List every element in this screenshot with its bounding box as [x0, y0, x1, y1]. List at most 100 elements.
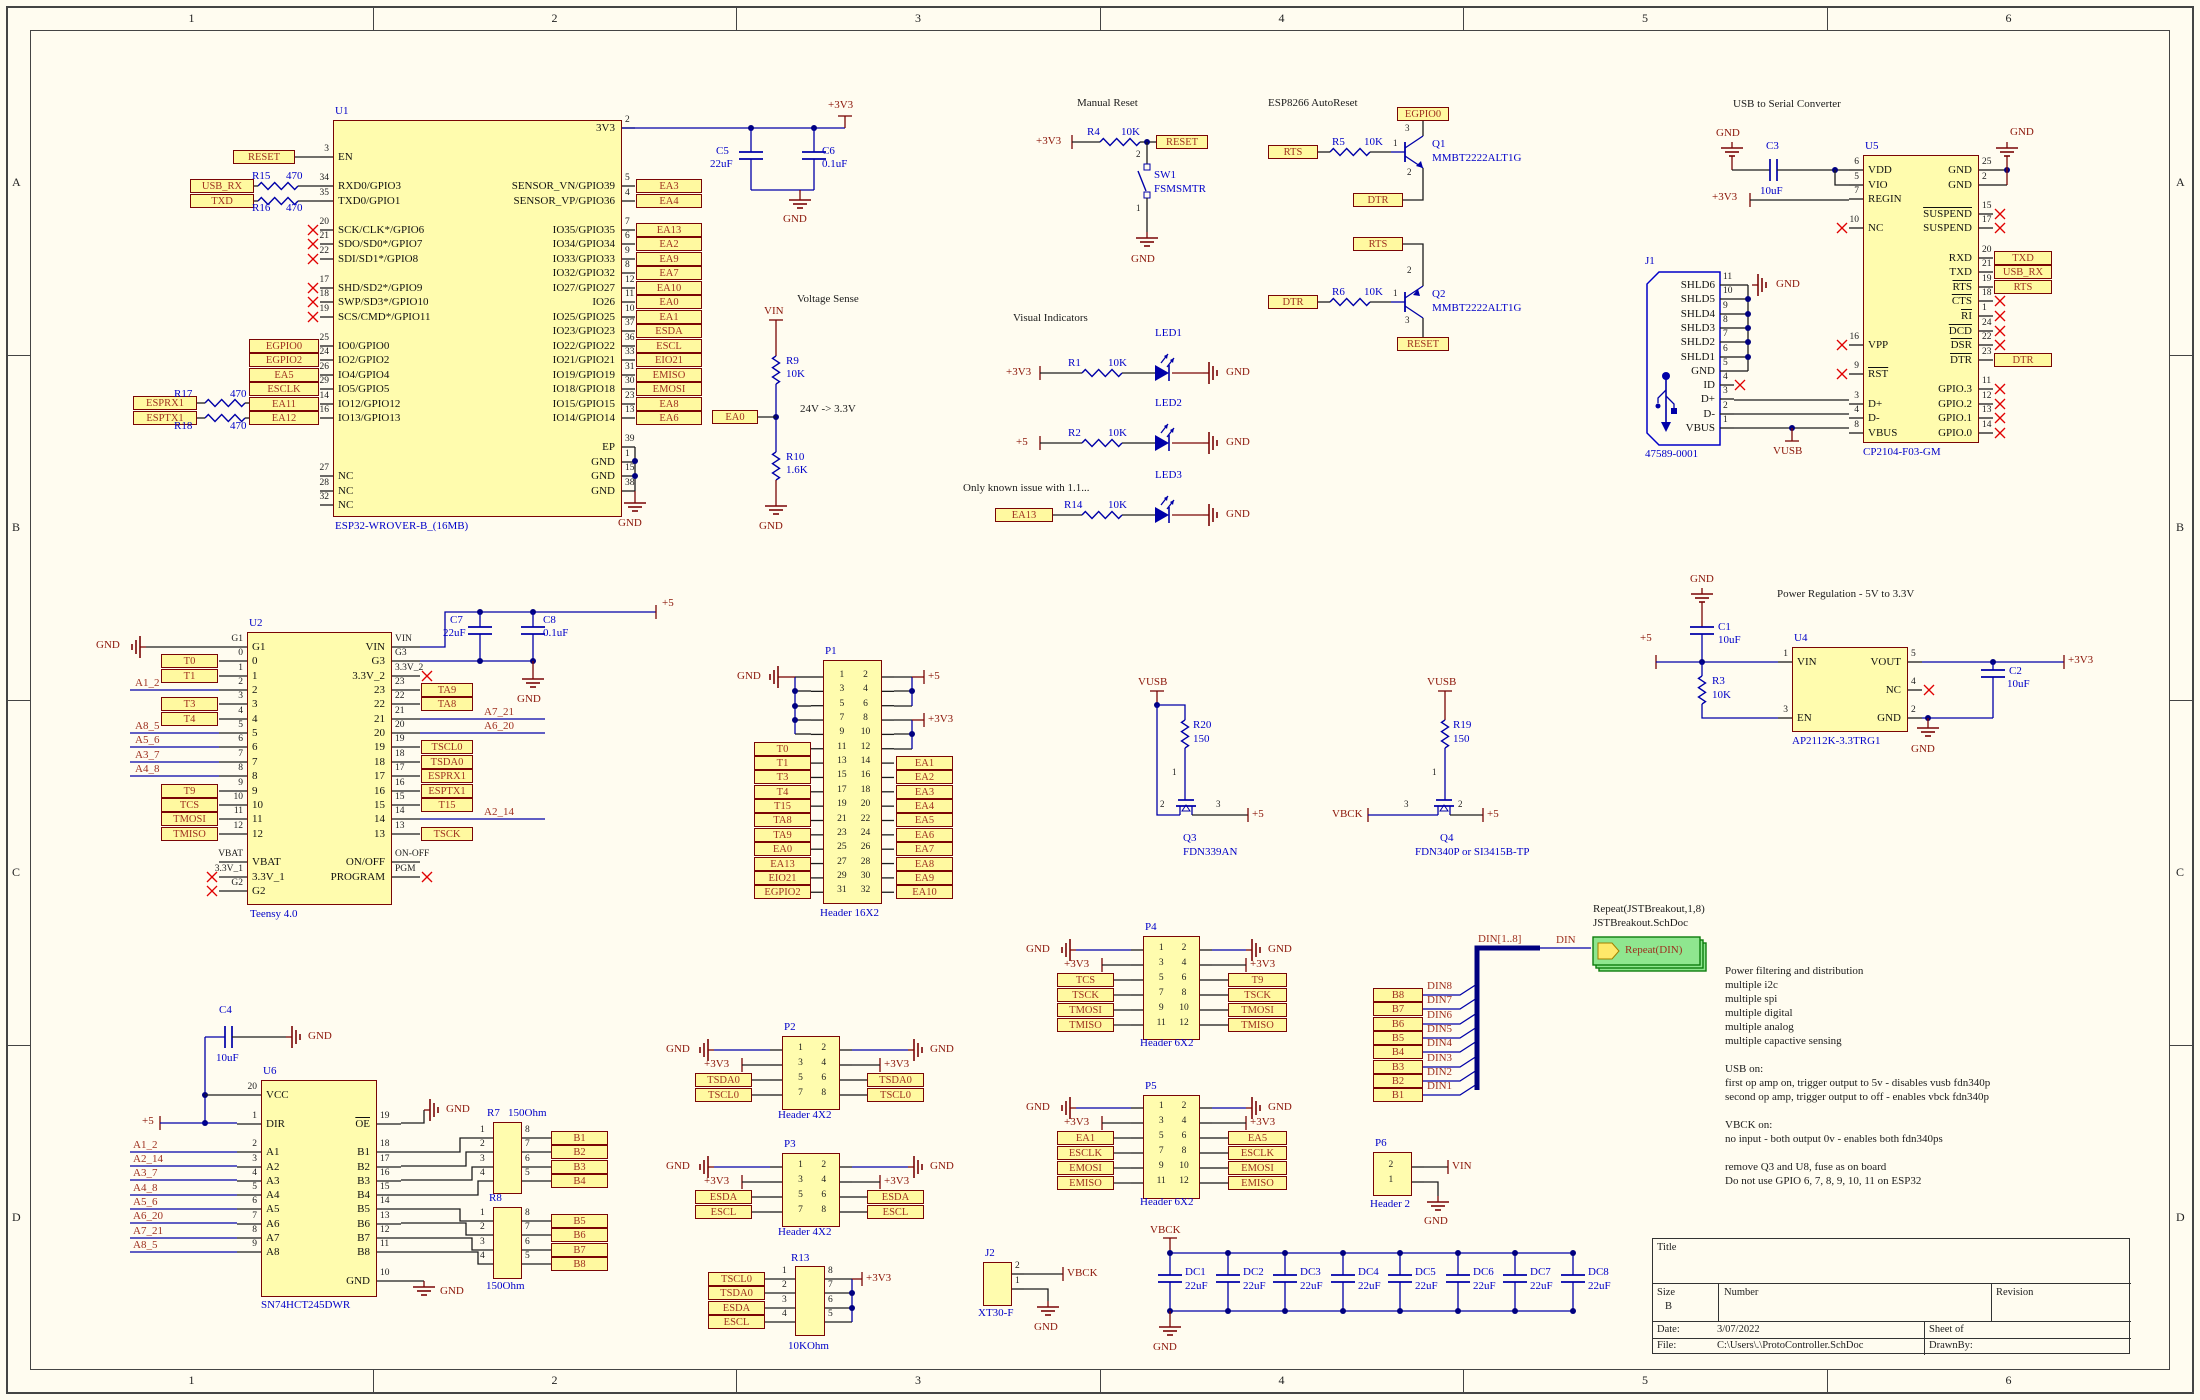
connector-P6[interactable]: [1373, 1152, 1412, 1196]
resistor-network[interactable]: [493, 1122, 522, 1194]
net-label-ESDA[interactable]: ESDA: [636, 324, 702, 338]
net-label-EA8[interactable]: EA8: [636, 397, 702, 411]
net-label-TSCL0[interactable]: TSCL0: [421, 740, 473, 754]
net-label-T9[interactable]: T9: [161, 784, 218, 798]
net-label-ESDA[interactable]: ESDA: [867, 1190, 924, 1204]
net-label-TMOSI[interactable]: TMOSI: [161, 812, 218, 826]
net-label-B2[interactable]: B2: [551, 1145, 608, 1159]
net-label-EA7[interactable]: EA7: [896, 842, 953, 856]
net-label-B3[interactable]: B3: [1373, 1060, 1423, 1074]
resistor-network[interactable]: [795, 1266, 825, 1336]
net-label-B5[interactable]: B5: [551, 1214, 608, 1228]
net-label-ESDA[interactable]: ESDA: [708, 1301, 765, 1315]
net-label-ESPTX1[interactable]: ESPTX1: [133, 411, 197, 425]
net-label-T9[interactable]: T9: [1228, 973, 1287, 987]
net-label-T4[interactable]: T4: [754, 785, 811, 799]
net-label-ESCL[interactable]: ESCL: [867, 1205, 924, 1219]
net-label-EA0[interactable]: EA0: [712, 410, 758, 424]
net-label-RTS[interactable]: RTS: [1353, 237, 1403, 251]
net-label-EGPIO0[interactable]: EGPIO0: [249, 339, 319, 353]
net-label-TMOSI[interactable]: TMOSI: [1228, 1003, 1287, 1017]
net-label-T4[interactable]: T4: [161, 712, 218, 726]
net-label-EA3[interactable]: EA3: [896, 785, 953, 799]
net-label-TA8[interactable]: TA8: [754, 813, 811, 827]
net-label-TSDA0[interactable]: TSDA0: [867, 1073, 924, 1087]
net-label-B6[interactable]: B6: [1373, 1017, 1423, 1031]
net-label-TSCK[interactable]: TSCK: [1228, 988, 1287, 1002]
net-label-EA3[interactable]: EA3: [636, 179, 702, 193]
net-label-B1[interactable]: B1: [551, 1131, 608, 1145]
net-label-EA10[interactable]: EA10: [896, 885, 953, 899]
net-label-B8[interactable]: B8: [1373, 988, 1423, 1002]
net-label-T1[interactable]: T1: [754, 756, 811, 770]
resistor-network[interactable]: [493, 1207, 522, 1279]
net-label-USB_RX[interactable]: USB_RX: [190, 179, 254, 193]
net-label-EA10[interactable]: EA10: [636, 281, 702, 295]
net-label-EMOSI[interactable]: EMOSI: [636, 382, 702, 396]
net-label-RESET[interactable]: RESET: [233, 150, 295, 164]
net-label-ESCLK[interactable]: ESCLK: [1228, 1146, 1287, 1160]
net-label-B3[interactable]: B3: [551, 1160, 608, 1174]
net-label-ESPTX1[interactable]: ESPTX1: [421, 784, 473, 798]
net-label-TCS[interactable]: TCS: [161, 798, 218, 812]
net-label-EA4[interactable]: EA4: [896, 799, 953, 813]
net-label-T0[interactable]: T0: [161, 654, 218, 668]
net-label-RTS[interactable]: RTS: [1268, 145, 1318, 159]
net-label-ESDA[interactable]: ESDA: [695, 1190, 752, 1204]
net-label-B1[interactable]: B1: [1373, 1088, 1423, 1102]
net-label-EA6[interactable]: EA6: [636, 411, 702, 425]
net-label-EA5[interactable]: EA5: [1228, 1131, 1287, 1145]
net-label-T15[interactable]: T15: [421, 798, 473, 812]
net-label-TSDA0[interactable]: TSDA0: [421, 755, 473, 769]
net-label-B7[interactable]: B7: [551, 1243, 608, 1257]
net-label-RESET[interactable]: RESET: [1397, 337, 1449, 351]
net-label-ESCL[interactable]: ESCL: [708, 1315, 765, 1329]
net-label-EA13[interactable]: EA13: [754, 857, 811, 871]
net-label-TSDA0[interactable]: TSDA0: [708, 1286, 765, 1300]
component-U5[interactable]: [1863, 155, 1979, 443]
connector-J2[interactable]: [983, 1262, 1012, 1306]
net-label-TXD[interactable]: TXD: [1994, 251, 2052, 265]
net-label-T3[interactable]: T3: [161, 697, 218, 711]
net-label-EA11[interactable]: EA11: [249, 397, 319, 411]
net-label-B5[interactable]: B5: [1373, 1031, 1423, 1045]
net-label-EA9[interactable]: EA9: [636, 252, 702, 266]
net-label-EA13[interactable]: EA13: [995, 508, 1053, 522]
net-label-EMOSI[interactable]: EMOSI: [1228, 1161, 1287, 1175]
component-U1[interactable]: [333, 120, 622, 517]
net-label-B8[interactable]: B8: [551, 1257, 608, 1271]
net-label-RESET[interactable]: RESET: [1156, 135, 1208, 149]
net-label-EA4[interactable]: EA4: [636, 194, 702, 208]
net-label-EA7[interactable]: EA7: [636, 266, 702, 280]
net-label-EMOSI[interactable]: EMOSI: [1057, 1161, 1114, 1175]
net-label-DTR[interactable]: DTR: [1994, 353, 2052, 367]
net-label-EA8[interactable]: EA8: [896, 857, 953, 871]
component-U6[interactable]: [261, 1080, 377, 1297]
net-label-TMISO[interactable]: TMISO: [1228, 1018, 1287, 1032]
net-label-TCS[interactable]: TCS: [1057, 973, 1114, 987]
net-label-TMISO[interactable]: TMISO: [161, 827, 218, 841]
connector-P2[interactable]: [782, 1036, 840, 1110]
component-U4[interactable]: [1792, 647, 1908, 732]
net-label-TMOSI[interactable]: TMOSI: [1057, 1003, 1114, 1017]
net-label-ESPRX1[interactable]: ESPRX1: [421, 769, 473, 783]
sheet-symbol-label[interactable]: Repeat(DIN): [1625, 944, 1683, 956]
net-label-EGPIO2[interactable]: EGPIO2: [754, 885, 811, 899]
connector-P4[interactable]: [1143, 936, 1200, 1040]
connector-P5[interactable]: [1143, 1095, 1200, 1199]
net-label-RTS[interactable]: RTS: [1994, 280, 2052, 294]
net-label-EA2[interactable]: EA2: [636, 237, 702, 251]
net-label-TA8[interactable]: TA8: [421, 697, 473, 711]
net-label-EA0[interactable]: EA0: [636, 295, 702, 309]
net-label-ESCLK[interactable]: ESCLK: [1057, 1146, 1114, 1160]
net-label-T1[interactable]: T1: [161, 669, 218, 683]
net-label-B6[interactable]: B6: [551, 1228, 608, 1242]
net-label-DTR[interactable]: DTR: [1268, 295, 1318, 309]
net-label-EA12[interactable]: EA12: [249, 411, 319, 425]
net-label-ESCL[interactable]: ESCL: [695, 1205, 752, 1219]
net-label-DTR[interactable]: DTR: [1353, 193, 1403, 207]
connector-P3[interactable]: [782, 1153, 840, 1227]
net-label-EGPIO2[interactable]: EGPIO2: [249, 353, 319, 367]
net-label-EA9[interactable]: EA9: [896, 871, 953, 885]
net-label-EA5[interactable]: EA5: [896, 813, 953, 827]
